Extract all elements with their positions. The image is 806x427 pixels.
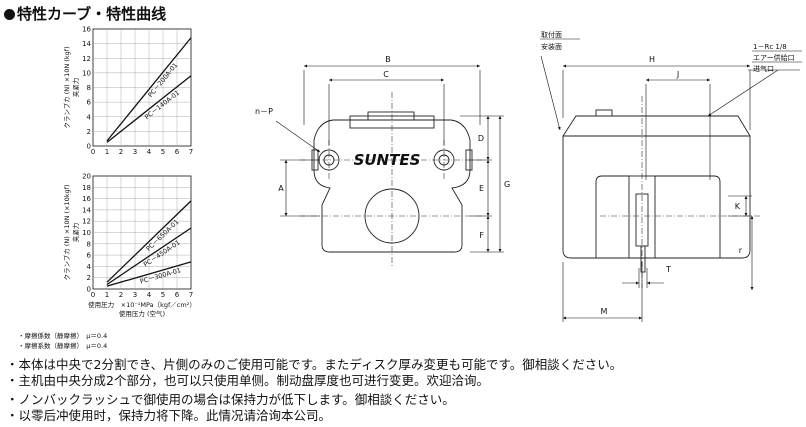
dimension-drawing: SUNTES B C A D E G F n－P — [255, 30, 802, 322]
np-label: n－P — [255, 107, 273, 116]
mount-surface-cn: 安装面 — [541, 42, 562, 51]
x-tick-label: 4 — [147, 148, 152, 156]
y-tick-label: 4 — [87, 113, 92, 121]
y-tick-label: 12 — [82, 218, 91, 226]
y-tick-label: 10 — [82, 229, 91, 237]
y-tick-label: 16 — [82, 26, 91, 34]
x-axis-label: 使用圧力 ×10⁻¹MPa（kgf／cm²） — [88, 300, 196, 309]
note-1: ・本体は中央で2分割でき、片側のみのご使用可能です。またディスク厚み変更も可能で… — [6, 357, 623, 372]
y-axis-label: クランプカ (N) ×10N (kgf) — [63, 46, 71, 128]
series-line — [106, 200, 192, 283]
x-tick-label: 6 — [175, 148, 180, 156]
port-label-jp: エアー供給口 — [753, 53, 795, 62]
series-line — [106, 75, 192, 143]
series-label: PC－300A-01 — [139, 266, 182, 285]
x-tick-label: 3 — [133, 148, 137, 156]
dim-A: A — [278, 184, 284, 193]
y-tick-label: 4 — [87, 263, 92, 271]
y-tick-label: 16 — [82, 195, 91, 203]
series-line — [106, 227, 192, 286]
x-tick-label: 7 — [189, 148, 193, 156]
note-3: ・ノンバックラッシュで御使用の場合は保持力が低下します。御相談ください。 — [6, 392, 455, 407]
port-spec: 1－Rc 1/8 — [753, 43, 787, 51]
dim-E: E — [479, 184, 484, 193]
series-line — [106, 37, 192, 142]
x-tick-label: 6 — [175, 291, 180, 299]
y-tick-label: 8 — [87, 240, 91, 248]
port-label-cn: 进气口 — [753, 64, 774, 73]
dim-B: B — [385, 55, 391, 64]
x-tick-label: 1 — [105, 148, 109, 156]
y-tick-label: 20 — [82, 173, 91, 181]
page-heading: 特性カーブ・特性曲线 — [4, 3, 166, 24]
mount-surface-jp: 取付面 — [541, 30, 562, 39]
y-tick-label: 10 — [82, 69, 91, 77]
x-tick-label: 7 — [189, 291, 193, 299]
dim-F: F — [479, 231, 484, 240]
x-tick-label: 1 — [105, 291, 109, 299]
x-tick-label: 3 — [133, 291, 137, 299]
front-top-port — [367, 111, 415, 121]
dim-H: H — [649, 55, 655, 64]
x-tick-label: 5 — [161, 148, 165, 156]
dim-r: r — [739, 246, 743, 255]
y-tick-label: 6 — [87, 252, 92, 260]
x-tick-label: 4 — [147, 291, 152, 299]
y-tick-label: 12 — [82, 55, 91, 63]
x-tick-label: 2 — [119, 148, 123, 156]
dim-D: D — [478, 134, 484, 143]
y-tick-label: 18 — [82, 184, 91, 192]
y-axis-label: クランプカ (N) ×10N (×10kgf) — [63, 185, 71, 281]
side-body-outline — [562, 115, 751, 259]
x-tick-label: 2 — [119, 291, 123, 299]
y-tick-label: 14 — [82, 40, 91, 48]
page-heading-text: 特性カーブ・特性曲线 — [17, 5, 167, 23]
note-4: ・以零后冲使用时，保持力将下降。此情况请洽询本公司。 — [6, 408, 332, 423]
friction-line-cn: ・摩擦系数（静摩擦） μ＝0.4 — [18, 342, 108, 350]
y-tick-label: 2 — [87, 128, 91, 136]
brand-logo: SUNTES — [354, 151, 421, 169]
dim-K: K — [735, 202, 741, 211]
dim-J: J — [676, 70, 679, 79]
y-tick-label: 8 — [87, 84, 91, 92]
y-tick-label: 0 — [87, 143, 91, 151]
bullet-dot-icon — [4, 9, 15, 20]
x-tick-label: 0 — [91, 148, 95, 156]
dim-G: G — [504, 180, 510, 189]
y-axis-label-cn: 夹紧力 — [71, 223, 80, 243]
dim-T: T — [665, 265, 671, 274]
x-tick-label: 0 — [91, 291, 95, 299]
y-axis-label-cn: 夹紧力 — [71, 78, 80, 98]
note-2: ・主机由中央分成2个部分，也可以只使用单侧。制动盘厚度也可进行变更。欢迎洽询。 — [6, 373, 489, 388]
x-tick-label: 5 — [161, 291, 165, 299]
dim-C: C — [383, 70, 389, 79]
y-tick-label: 0 — [87, 286, 91, 294]
y-tick-label: 2 — [87, 274, 91, 282]
y-tick-label: 14 — [82, 206, 91, 214]
x-axis-label-cn: 使用压力 (空气) — [119, 309, 165, 318]
friction-line-jp: ・摩擦係数（静摩擦） μ＝0.4 — [18, 332, 108, 340]
y-tick-label: 6 — [87, 99, 92, 107]
series-line — [106, 261, 192, 287]
dim-M: M — [601, 307, 608, 316]
